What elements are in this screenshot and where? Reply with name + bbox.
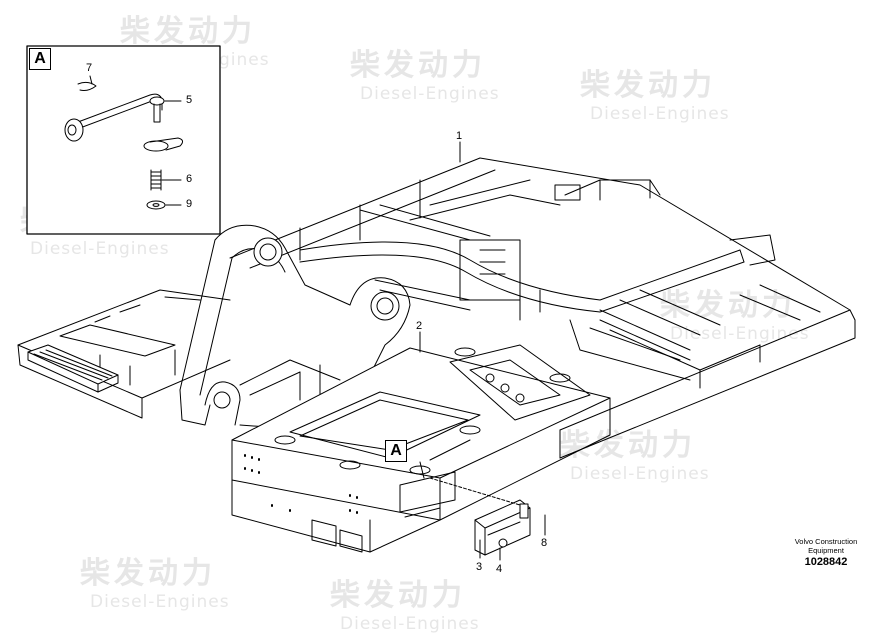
callout-5: 5	[186, 94, 193, 106]
callout-1: 1	[456, 130, 463, 142]
callout-7: 7	[86, 62, 93, 74]
brand-line-2: Equipment	[808, 546, 844, 555]
spring	[150, 169, 162, 191]
brand-label: Volvo Construction Equipment	[770, 537, 882, 555]
detail-a-label: A	[29, 48, 51, 70]
boom-bracket	[179, 224, 411, 431]
detail-a-box	[26, 45, 221, 235]
washer	[146, 200, 166, 210]
callout-2: 2	[416, 320, 423, 332]
tank-box	[231, 344, 611, 553]
clip	[77, 81, 97, 91]
central-frame	[229, 157, 745, 381]
callout-3: 3	[476, 561, 483, 573]
spring-plate	[143, 137, 184, 152]
callout-6: 6	[186, 173, 193, 185]
callout-8: 8	[541, 537, 548, 549]
lock-pin	[64, 93, 165, 142]
callout-9: 9	[186, 198, 193, 210]
detail-a-reference: A	[385, 440, 407, 462]
cover-plate	[474, 499, 531, 556]
right-platform	[479, 157, 856, 459]
callout-4: 4	[496, 563, 503, 575]
drawing-number: 1028842	[804, 556, 848, 568]
left-platform	[17, 289, 231, 419]
brand-line-1: Volvo Construction	[794, 537, 858, 546]
